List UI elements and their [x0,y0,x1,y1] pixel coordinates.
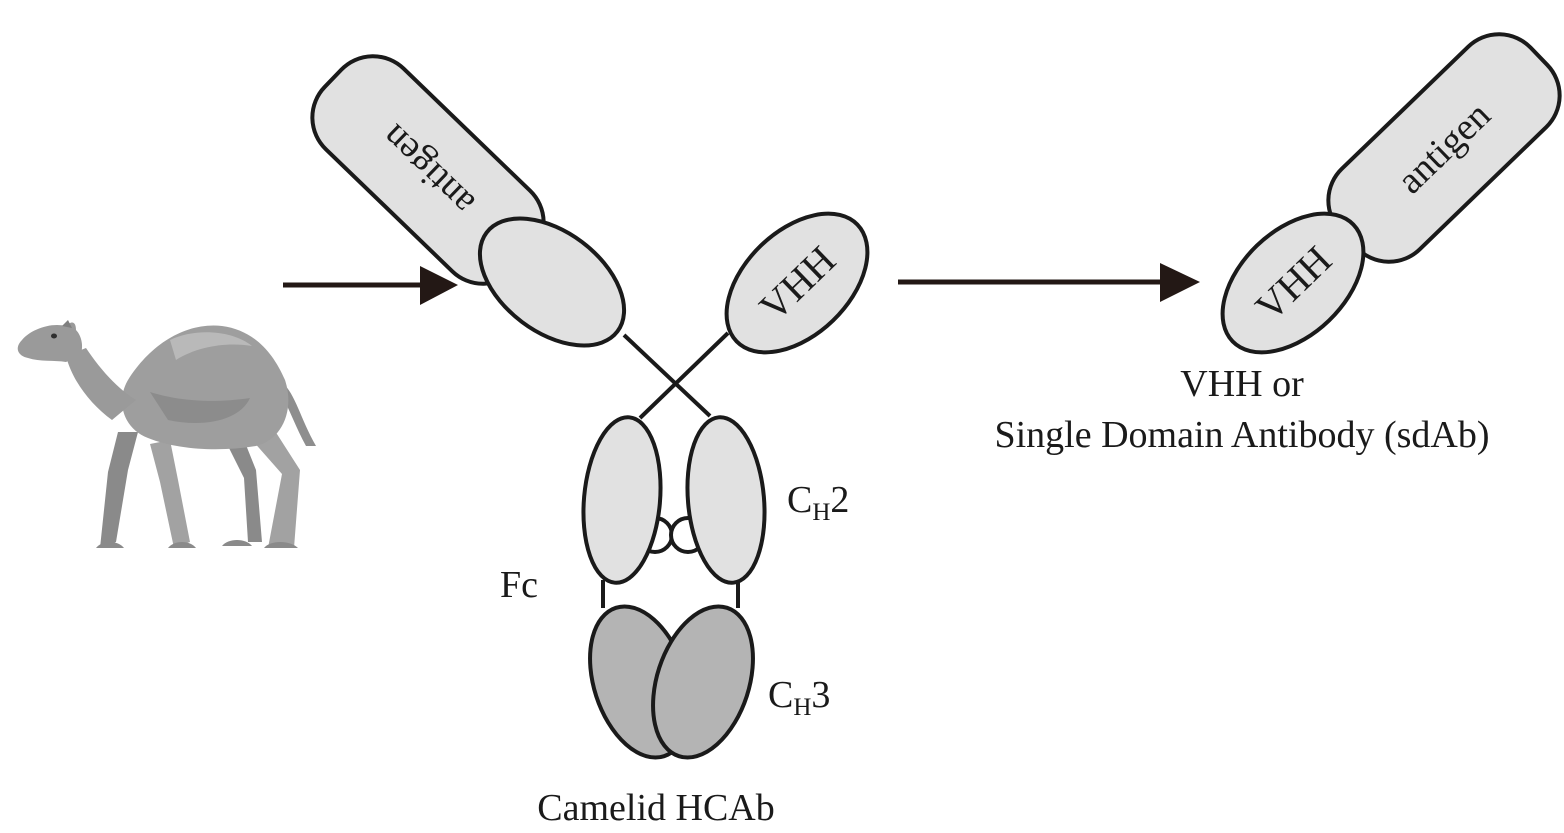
vhh-domain-left [477,216,627,348]
fc-label: Fc [500,564,538,606]
camel-icon [17,320,316,548]
ch3-domain-right [651,604,755,760]
ch2-domain-left [581,415,663,585]
hinge-line-right [638,331,730,420]
arrow-right-icon [898,263,1200,302]
sdab: antigen VHH VHH or Single Domain Antibod… [994,32,1562,456]
camelid-hcab: antigen VHH CH2 CH3 Fc Camelid HCAb [310,54,870,829]
hcab-caption: Camelid HCAb [537,787,774,828]
sdab-caption-line2: Single Domain Antibody (sdAb) [994,414,1489,456]
ch2-domain-right [685,415,767,585]
ch2-label: CH2 [787,479,849,526]
vhh-domain-right: VHH [724,211,870,355]
hinge-line-left [622,333,712,418]
arrow-right-icon [283,266,458,305]
vhh-domain-sdab: VHH [1220,211,1366,355]
ch3-label: CH3 [768,674,830,721]
sdab-caption-line1: VHH or [1180,363,1304,405]
